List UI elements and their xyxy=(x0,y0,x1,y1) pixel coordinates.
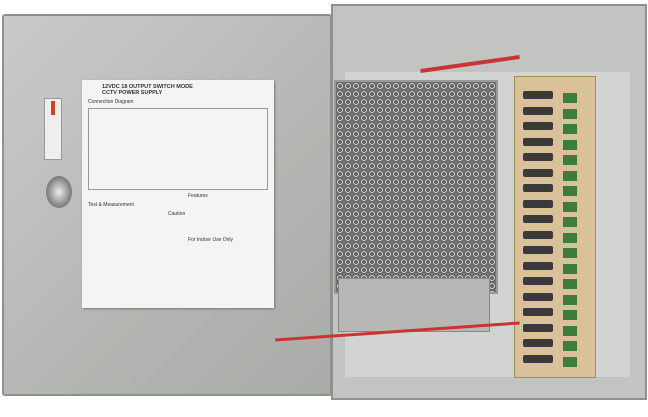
fuse xyxy=(523,199,553,208)
terminal-block xyxy=(563,248,577,258)
label-test: Test & Measurement xyxy=(88,202,134,208)
fuse xyxy=(523,354,553,363)
fuse xyxy=(523,168,553,177)
label-diagram: Connection Diagram xyxy=(88,99,134,105)
terminal-block xyxy=(563,294,577,305)
instruction-label: 12VDC 18 OUTPUT SWITCH MODE CCTV POWER S… xyxy=(82,80,274,308)
label-indoor: For Indoor Use Only xyxy=(188,237,234,243)
label-title-1: 12VDC 18 OUTPUT SWITCH MODE xyxy=(102,84,193,90)
terminal-block xyxy=(563,186,577,196)
fuse xyxy=(523,292,553,301)
terminal-block xyxy=(563,263,577,274)
terminal-block xyxy=(563,201,577,212)
fuse xyxy=(523,339,553,347)
psu-mesh-cover xyxy=(334,80,498,294)
fuse xyxy=(523,106,553,115)
psu-base xyxy=(338,278,490,332)
terminal-block xyxy=(563,356,577,367)
terminal-block xyxy=(563,310,577,320)
terminal-block xyxy=(563,108,577,119)
label-title-2: CCTV POWER SUPPLY xyxy=(102,90,163,96)
wiring-diagram xyxy=(88,108,268,190)
terminal-block xyxy=(563,139,577,150)
terminal-block xyxy=(563,325,577,336)
terminal-block xyxy=(563,124,577,134)
fuse xyxy=(523,153,553,161)
fuse xyxy=(523,122,553,130)
terminal-block xyxy=(563,93,577,103)
terminal-block xyxy=(563,341,577,351)
terminal-block xyxy=(563,232,577,243)
terminal-block xyxy=(563,279,577,289)
terminal-block xyxy=(563,217,577,227)
fuse xyxy=(523,215,553,223)
fuse xyxy=(523,230,553,239)
label-caution: Caution xyxy=(168,211,186,217)
fuse xyxy=(523,261,553,270)
distribution-board xyxy=(514,76,596,378)
fuse xyxy=(523,91,553,99)
terminal-block xyxy=(563,170,577,181)
fuse xyxy=(523,137,553,146)
lock-icon xyxy=(46,176,72,208)
side-sticker xyxy=(44,98,62,160)
fuse xyxy=(523,246,553,254)
fuse xyxy=(523,184,553,192)
fuse xyxy=(523,308,553,316)
fuse xyxy=(523,323,553,332)
label-features: Features xyxy=(188,193,208,199)
terminal-block xyxy=(563,155,577,165)
fuse xyxy=(523,277,553,285)
